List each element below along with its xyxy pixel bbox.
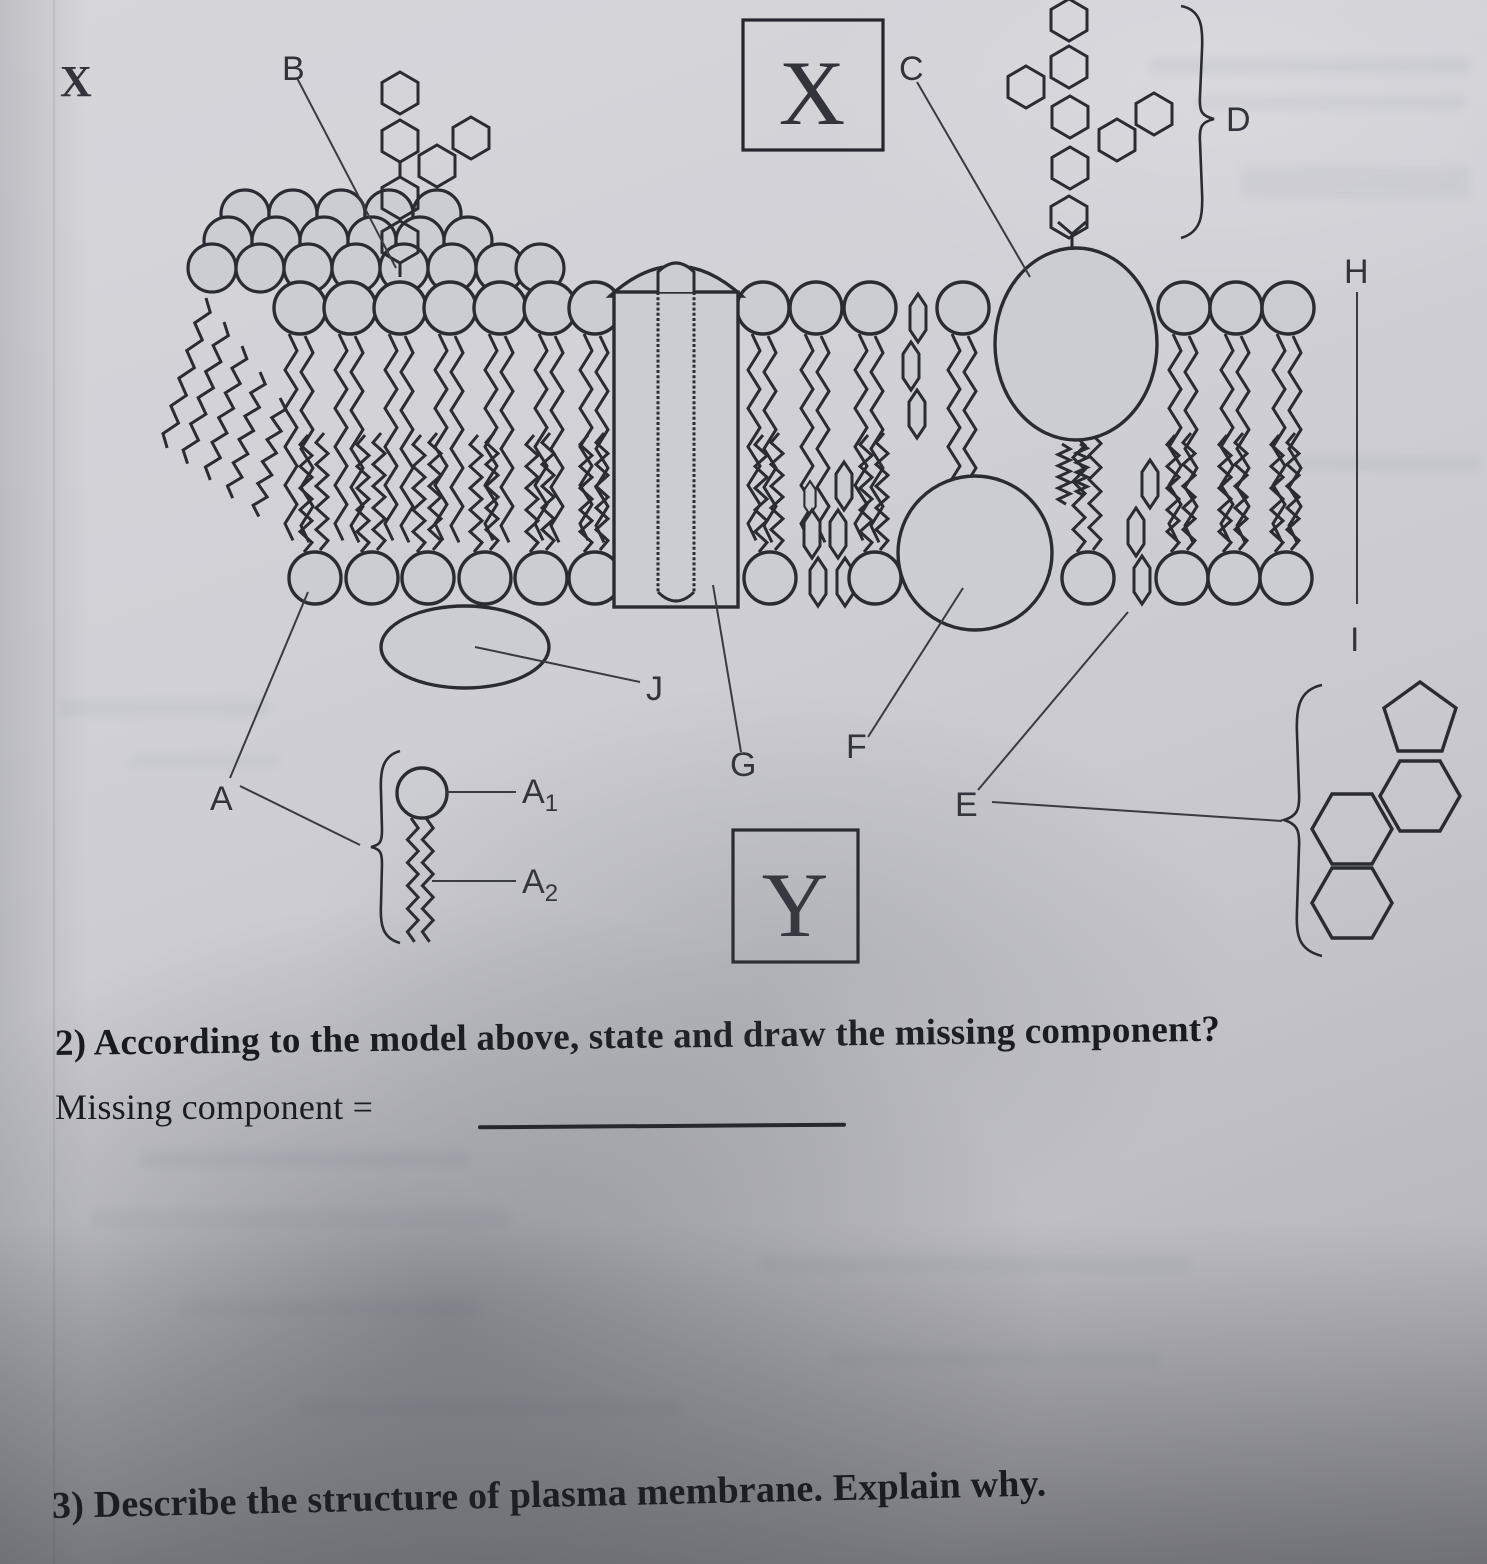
label-a2-sub: 2 [545, 880, 558, 907]
channel-protein [605, 261, 747, 609]
label-a1-sub: 1 [545, 790, 558, 817]
paper-crease [53, 0, 56, 1564]
corner-x-label: X [60, 57, 92, 106]
label-a: A [210, 780, 233, 818]
label-h: H [1344, 253, 1369, 291]
leader-line-g [712, 584, 742, 753]
missing-component-label: Missing component = [55, 1087, 374, 1127]
steroid-ring-detail [1310, 679, 1462, 940]
leader-line-c [916, 81, 1031, 278]
label-f: F [846, 728, 867, 766]
leader-line-j [474, 646, 641, 683]
glycolipid-carbohydrate-chain [380, 70, 491, 277]
label-g: G [730, 746, 756, 784]
globular-protein [896, 474, 1054, 632]
label-b: B [282, 50, 305, 88]
leader-line-f [867, 587, 964, 738]
label-e: E [955, 786, 978, 824]
glycoprotein-carbohydrate-chain [1006, 0, 1174, 240]
label-c: C [899, 50, 924, 88]
y-box: Y [731, 828, 860, 964]
y-box-letter: Y [762, 854, 828, 956]
steroid-detail-brace [1279, 683, 1323, 958]
peripheral-protein [379, 604, 551, 690]
label-a1-base: A [522, 773, 545, 811]
x-box-letter: X [779, 42, 845, 144]
glycoprotein [993, 220, 1159, 442]
leader-lines [229, 77, 1358, 846]
leader-line-e-membrane [977, 611, 1129, 791]
leader-line-a-membrane [229, 591, 309, 779]
phospholipid-detail [370, 749, 516, 945]
label-a1: A1 [522, 773, 558, 817]
label-a2-base: A [522, 863, 545, 901]
detail-head [395, 766, 449, 820]
leader-line-e-detail [991, 801, 1283, 822]
carbohydrate-brace [1180, 4, 1215, 240]
label-i: I [1350, 621, 1359, 659]
leader-line-a-detail [239, 785, 361, 846]
label-d: D [1226, 101, 1251, 139]
label-a2: A2 [522, 863, 558, 907]
leader-line-b [296, 77, 397, 269]
label-j: J [646, 670, 663, 708]
x-box: X [741, 18, 885, 152]
